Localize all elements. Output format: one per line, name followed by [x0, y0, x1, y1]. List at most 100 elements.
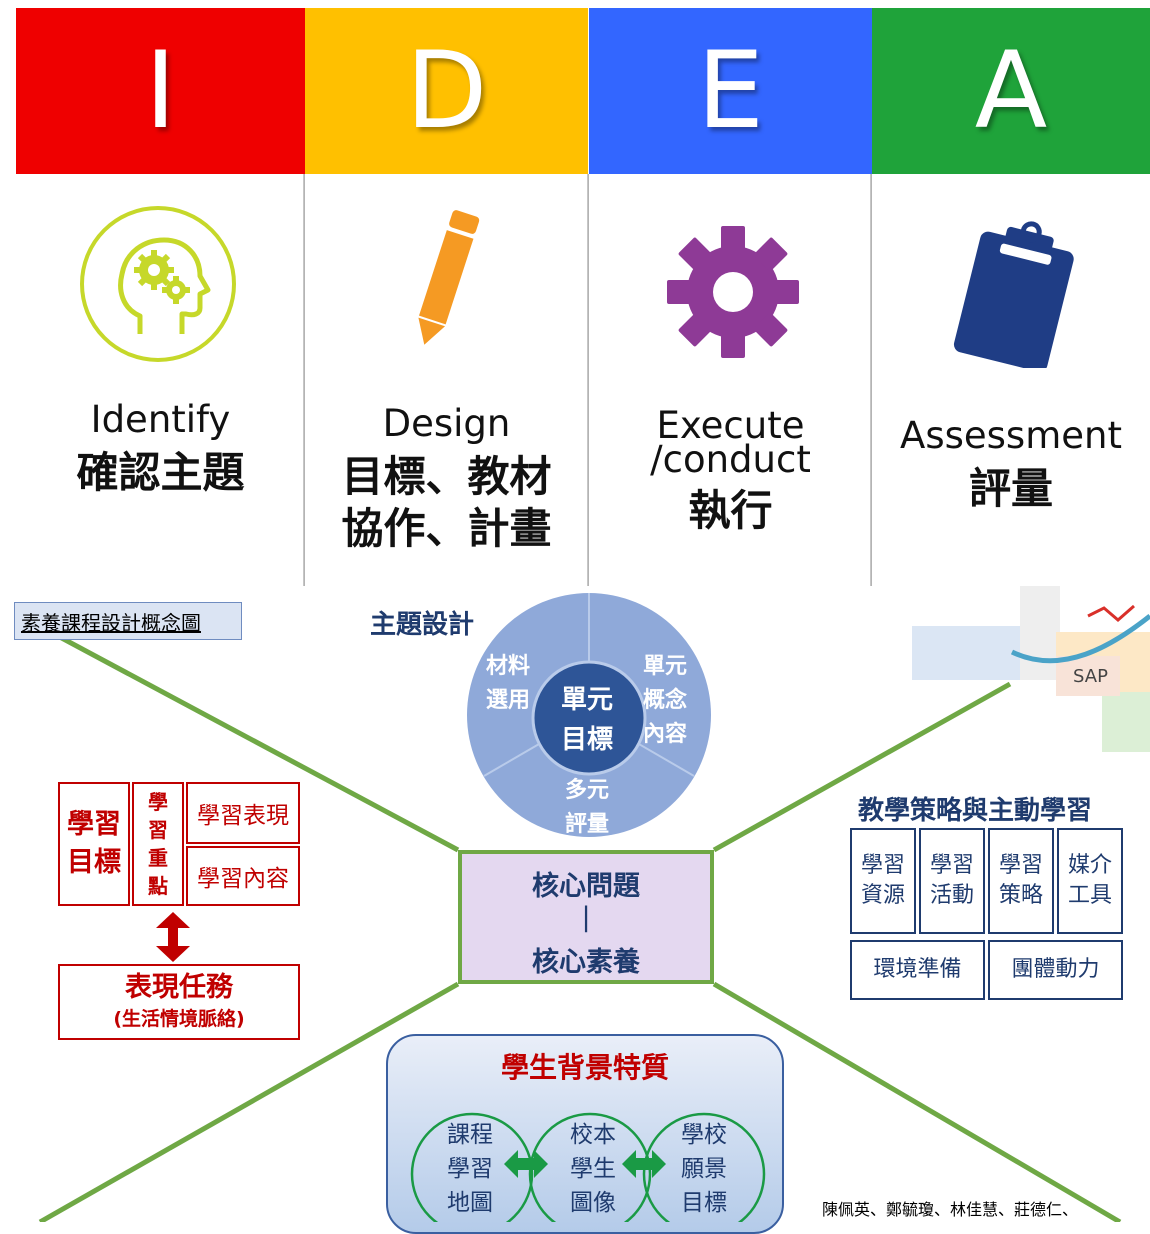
strategy-cell-line: 工具	[1067, 883, 1112, 908]
environment-box: 環境準備	[850, 940, 985, 1000]
sap-logo-icon	[912, 586, 1150, 752]
group-dynamics-box: 團體動力	[988, 940, 1123, 1000]
idea-band-i: I	[16, 8, 305, 174]
wheel-text-line: 選用	[485, 688, 530, 713]
strategy-title: 教學策略與主動學習	[858, 796, 1093, 826]
wheel-text-line: 多元	[564, 778, 609, 803]
idea-band-e: E	[589, 8, 872, 174]
strategy-cell: 媒介工具	[1057, 828, 1123, 934]
strategy-cell-line: 資源	[860, 883, 905, 908]
idea-band-a: A	[872, 8, 1150, 174]
clipboard-icon	[953, 221, 1074, 368]
idea-body: Execute /conduct 執行	[589, 174, 872, 586]
head-gears-icon	[80, 206, 236, 362]
idea-en-label: Design	[382, 402, 511, 445]
learning-performance-box: 學習表現	[186, 782, 300, 844]
core-competency: 核心素養	[532, 947, 640, 978]
strategy-cell-line: 學習	[929, 853, 974, 878]
student-circle-text: 課程 學習 地圖	[430, 1118, 510, 1220]
circle-text-line: 願景	[681, 1156, 727, 1182]
diagram-title-box: 素養課程設計概念圖	[14, 602, 242, 640]
strategy-cell-line: 活動	[929, 883, 974, 908]
wheel-center-line: 目標	[560, 725, 613, 755]
learning-content-label: 學習內容	[197, 866, 289, 892]
learning-goal-line: 學習	[67, 809, 121, 840]
learning-content-box: 學習內容	[186, 846, 300, 906]
circle-text-line: 學習	[447, 1156, 493, 1182]
strategy-cell: 學習活動	[919, 828, 985, 934]
student-background-title: 學生背景特質	[500, 1051, 669, 1084]
core-question: 核心問題	[532, 871, 640, 902]
circle-text-line: 圖像	[570, 1190, 616, 1216]
learning-performance-label: 學習表現	[197, 803, 289, 829]
student-circle-text: 學校 願景 目標	[664, 1118, 744, 1220]
learning-focus-char: 重	[148, 846, 168, 870]
idea-en-label: Identify	[90, 398, 231, 441]
gear-icon	[667, 226, 799, 358]
circle-text-line: 課程	[447, 1122, 493, 1148]
learning-goal-line: 目標	[67, 847, 121, 878]
wheel-right-text: 單元 概念 內容	[638, 650, 692, 752]
performance-task-subtitle: (生活情境脈絡)	[113, 1008, 245, 1030]
circle-text-line: 目標	[681, 1190, 727, 1216]
idea-letter: I	[144, 29, 177, 152]
learning-focus-char: 點	[148, 874, 168, 898]
idea-letter: D	[405, 29, 488, 152]
strategy-cell-line: 媒介	[1067, 853, 1112, 878]
performance-task-title: 表現任務	[125, 972, 233, 1003]
idea-body: Assessment 評量	[872, 174, 1150, 586]
strategy-cell-line: 策略	[998, 883, 1043, 908]
sap-logo-text: SAP	[1073, 666, 1108, 687]
wheel-text-line: 材料	[485, 654, 530, 679]
idea-zh-label: 確認主題	[76, 448, 245, 497]
double-arrow-icon	[156, 912, 190, 962]
diagram-title: 素養課程設計概念圖	[21, 610, 201, 635]
student-circles	[410, 1112, 766, 1222]
wheel-text-line: 概念	[642, 688, 687, 713]
student-circle-text: 校本 學生 圖像	[553, 1118, 633, 1220]
strategy-cell-line: 學習	[998, 853, 1043, 878]
wheel-text-line: 內容	[642, 722, 687, 747]
core-box: 核心問題 | 核心素養	[458, 850, 714, 984]
circle-text-line: 學生	[570, 1156, 616, 1182]
idea-letter: A	[974, 29, 1048, 152]
pencil-icon	[418, 210, 480, 345]
theme-design-title: 主題設計	[370, 610, 475, 640]
idea-zh-label: 執行	[688, 486, 773, 535]
wheel-center-text: 單元 目標	[552, 680, 622, 760]
idea-zh-label: 目標、教材	[341, 452, 552, 501]
strategy-cell: 學習資源	[850, 828, 916, 934]
idea-zh-label: 評量	[968, 464, 1053, 513]
strategy-cell-line: 學習	[860, 853, 905, 878]
idea-en-label: Assessment	[900, 414, 1122, 457]
idea-column-assessment: A Assessment 評量	[872, 8, 1150, 586]
circle-text-line: 校本	[570, 1122, 616, 1148]
wheel-bottom-text: 多元 評量	[560, 774, 614, 842]
theme-wheel	[467, 593, 711, 837]
performance-task-box: 表現任務 (生活情境脈絡)	[58, 964, 300, 1040]
idea-body: Identify 確認主題	[16, 174, 305, 586]
author-credit: 陳佩英、鄭毓瓊、林佳慧、莊德仁、	[822, 1200, 1079, 1219]
circle-text-line: 地圖	[447, 1190, 493, 1216]
group-dynamics-label: 團體動力	[1011, 957, 1100, 982]
idea-letter: E	[697, 29, 764, 152]
learning-focus-char: 學	[148, 790, 168, 814]
environment-label: 環境準備	[873, 957, 962, 982]
circle-text-line: 學校	[681, 1122, 727, 1148]
wheel-left-text: 材料 選用	[482, 650, 534, 718]
idea-en-label: Execute	[656, 404, 805, 447]
idea-zh-label: 協作、計畫	[341, 504, 552, 553]
learning-goal-box: 學習 目標	[58, 782, 130, 906]
idea-column-design: D Design 目標、教材 協作、計畫	[305, 8, 588, 586]
idea-body: Design 目標、教材 協作、計畫	[305, 174, 588, 586]
learning-focus-char: 習	[148, 818, 168, 842]
wheel-text-line: 單元	[642, 654, 687, 679]
wheel-text-line: 評量	[564, 812, 609, 837]
idea-column-execute: E	[589, 8, 872, 586]
strategy-cell: 學習策略	[988, 828, 1054, 934]
student-background-panel	[386, 1034, 784, 1234]
idea-band-d: D	[305, 8, 588, 174]
idea-column-identify: I Identify 確認主題	[16, 8, 305, 586]
core-separator: |	[581, 902, 591, 933]
